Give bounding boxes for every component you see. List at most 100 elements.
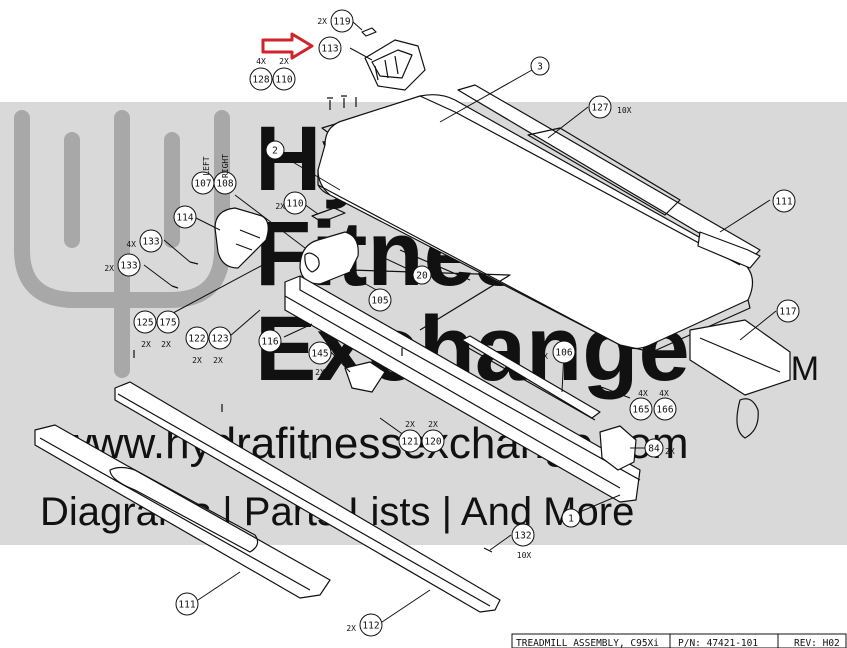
callout-circle: [173, 205, 197, 229]
callout-number: 108: [216, 179, 233, 190]
callout-quantity: 2X: [346, 624, 356, 633]
callout-quantity: 2X: [665, 447, 675, 456]
callout-133: 133 2X: [104, 253, 141, 277]
callout-number: 110: [275, 75, 292, 86]
callout-circle: [185, 326, 209, 350]
callout-number: 106: [555, 348, 572, 359]
callout-number: 175: [159, 318, 176, 329]
motor-side-cover-part: [214, 207, 269, 269]
callout-84: 84 2X: [644, 438, 675, 458]
callout-number: 122: [188, 334, 205, 345]
callout-quantity: 10X: [517, 551, 532, 560]
callout-number: 2: [272, 146, 278, 157]
callout-quantity: RIGHT: [221, 154, 230, 178]
callout-quantity: 4X: [256, 57, 266, 66]
callout-number: 165: [632, 405, 649, 416]
callout-circle: [629, 397, 653, 421]
callout-116: 116: [258, 329, 282, 353]
callout-quantity: 2X: [192, 356, 202, 365]
frame-base-part: [284, 249, 641, 503]
watermark-logo: [14, 110, 230, 378]
callout-circle: [133, 310, 157, 334]
callout-circle: [561, 508, 581, 528]
callout-circle: [530, 56, 550, 76]
callout-123: 123 2X: [208, 326, 232, 365]
callout-122: 122 2X: [185, 326, 209, 365]
callout-number: 1: [568, 514, 574, 525]
callout-number: 113: [321, 44, 338, 55]
callout-2: 2: [265, 140, 285, 160]
callout-circle: [421, 429, 445, 453]
side-rail-long-part: [114, 381, 501, 613]
callout-number: 114: [176, 213, 193, 224]
callout-112: 112 2X: [346, 613, 383, 637]
callout-circle: [117, 253, 141, 277]
rear-trim-part: [697, 231, 761, 269]
callout-circle: [258, 329, 282, 353]
callout-quantity: LEFT: [202, 156, 211, 175]
callout-number: 20: [416, 271, 428, 282]
fastener-part: [133, 261, 605, 553]
callout-114: 114: [173, 205, 197, 229]
callout-number: 133: [142, 237, 159, 248]
callout-20: 20: [412, 265, 432, 285]
lift-assembly-part: [689, 319, 791, 439]
callout-quantity: 2X: [104, 264, 114, 273]
front-trim-part: [34, 424, 331, 599]
callout-quantity: 2X: [141, 340, 151, 349]
callout-quantity: 2X: [317, 17, 327, 26]
callout-number: 121: [401, 437, 418, 448]
callout-number: 112: [362, 621, 379, 632]
side-rail-part: [457, 84, 761, 263]
callout-quantity: 2X: [375, 278, 385, 287]
callout-circle: [588, 95, 612, 119]
callout-132: 132 10X: [511, 523, 535, 560]
callout-number: 111: [775, 197, 792, 208]
callout-number: 133: [120, 261, 137, 272]
title-block-revision: REV: H02: [794, 638, 840, 648]
callout-number: 127: [591, 103, 608, 114]
callout-number: 128: [252, 75, 269, 86]
callout-circle: [265, 140, 285, 160]
callout-number: 3: [537, 62, 543, 73]
highlight-arrow: [261, 32, 314, 60]
callout-quantity: 4X: [638, 389, 648, 398]
callout-number: 105: [371, 296, 388, 307]
callout-number: 111: [178, 600, 195, 611]
callout-circle: [653, 397, 677, 421]
callout-3: 3: [530, 56, 550, 76]
callout-number: 117: [779, 307, 796, 318]
callout-circle: [511, 523, 535, 547]
callout-circle: [213, 171, 237, 195]
callout-quantity: 10X: [617, 106, 632, 115]
callout-quantity: 2X: [538, 352, 548, 361]
title-block: TREADMILL ASSEMBLY, C95Xi P/N: 47421-101…: [511, 633, 847, 648]
foot-part: [344, 361, 386, 393]
callout-circle: [156, 310, 180, 334]
callout-quantity: 2X: [279, 57, 289, 66]
callout-127: 127 10X: [588, 95, 632, 119]
callout-number: 123: [211, 334, 228, 345]
callout-circle: [552, 340, 576, 364]
callout-quantity: 2X: [213, 356, 223, 365]
callout-circle: [330, 9, 354, 33]
screw-part: [327, 95, 357, 110]
callout-number: 84: [648, 444, 660, 455]
callout-number: 145: [311, 349, 328, 360]
callout-106: 106 2X: [538, 340, 576, 364]
callout-number: 132: [514, 531, 531, 542]
callout-circle: [283, 191, 307, 215]
callout-circle: [208, 326, 232, 350]
callout-117: 117: [776, 299, 800, 323]
